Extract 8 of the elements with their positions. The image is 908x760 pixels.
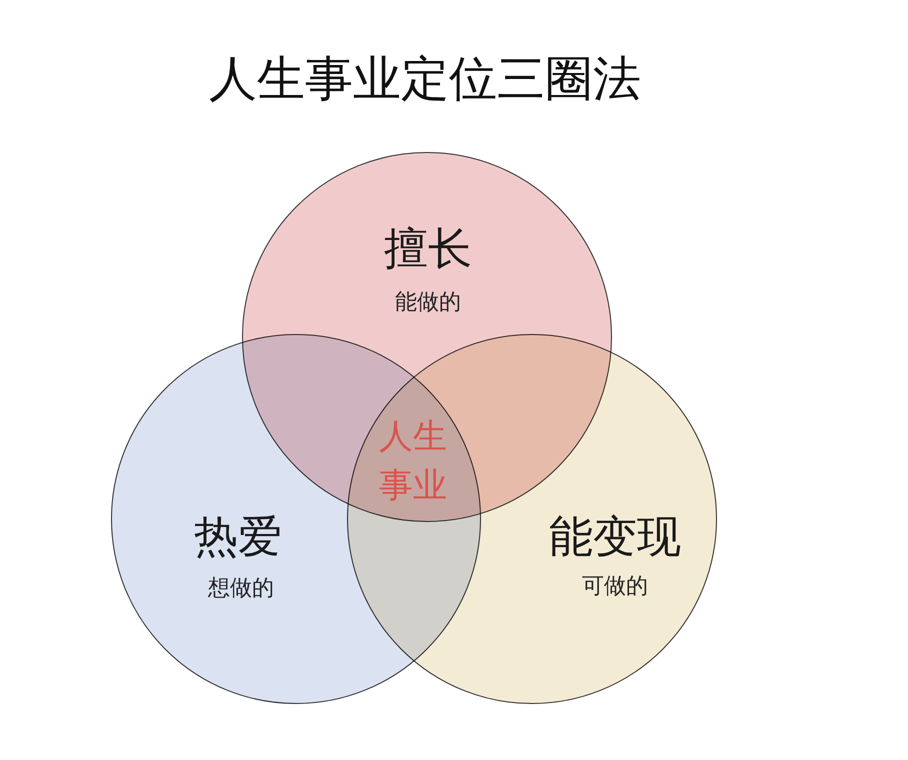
circle-title: 擅长: [384, 224, 472, 276]
circle-title: 热爱: [194, 512, 282, 564]
circle-subtitle: 想做的: [208, 576, 274, 602]
circle-subtitle: 可做的: [582, 574, 648, 600]
center-label: 人生事业: [378, 416, 448, 508]
circle-title: 能变现: [549, 512, 681, 564]
circle-subtitle: 能做的: [395, 290, 461, 316]
title: 人生事业定位三圈法: [209, 51, 641, 109]
